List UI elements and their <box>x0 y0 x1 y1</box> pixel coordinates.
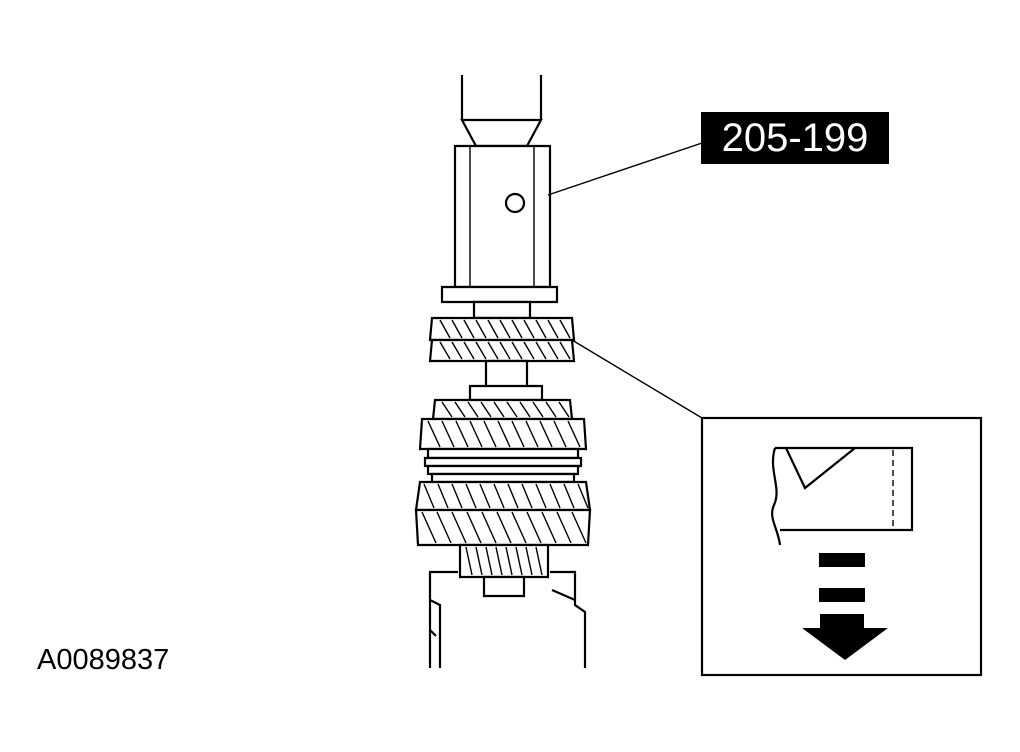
figure-id: A0089837 <box>37 644 170 676</box>
tool-leader-line <box>547 142 703 196</box>
detail-leader-line <box>571 339 703 419</box>
tool-number-label: 205-199 <box>701 112 889 164</box>
tool-205-199 <box>440 144 559 304</box>
press-direction-arrow <box>802 553 888 660</box>
middle-shaft <box>468 359 544 402</box>
middle-gear <box>418 398 588 451</box>
synchronizer-rings <box>423 447 583 484</box>
shaft-splines <box>458 543 550 598</box>
press-ram <box>460 75 543 148</box>
upper-shaft <box>472 300 532 320</box>
lower-gear <box>414 480 592 547</box>
top-gear <box>428 316 576 363</box>
press-support-block <box>428 570 587 668</box>
detail-inset <box>700 416 983 677</box>
